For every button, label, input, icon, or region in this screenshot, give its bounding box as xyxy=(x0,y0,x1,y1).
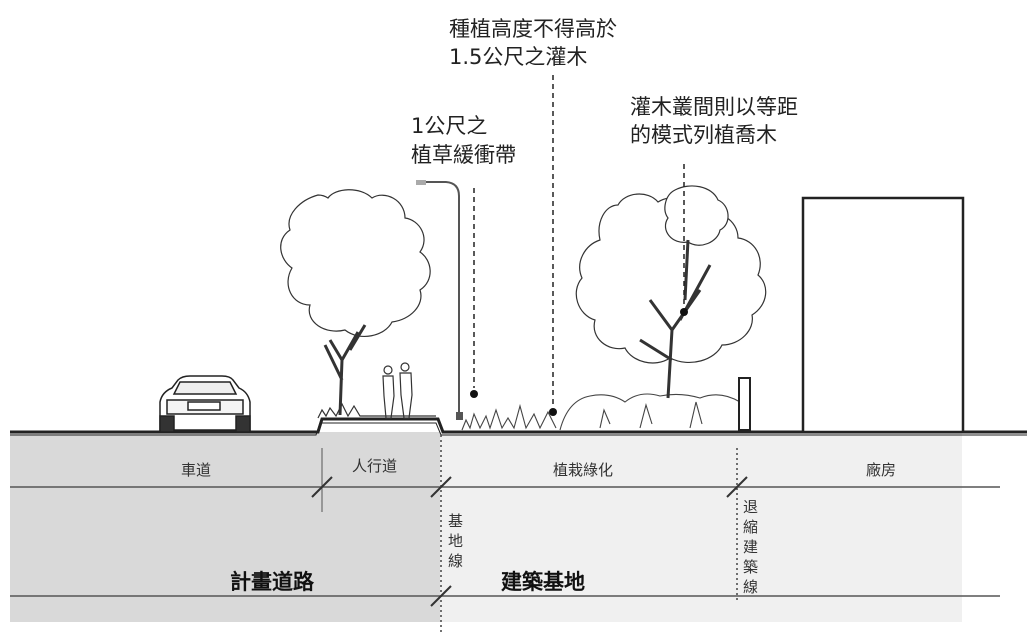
grass-buffer-note-line2: 植草緩衝帶 xyxy=(411,143,516,167)
setback-line-label-char: 退 xyxy=(743,498,758,516)
shrub-height-dot xyxy=(549,408,557,416)
base-line-label-char: 線 xyxy=(448,552,463,570)
shrubs-icon xyxy=(461,393,741,431)
setback-line-label-char: 建 xyxy=(743,538,758,556)
break-mark xyxy=(311,476,333,498)
zone-label-roadway: 車道 xyxy=(181,461,211,479)
planting-tree-icon xyxy=(575,185,767,399)
break-mark xyxy=(430,476,452,498)
building-site-area xyxy=(440,432,962,622)
shrub-height-note-line2: 1.5公尺之灌木 xyxy=(449,45,587,69)
building-site-label: 建築基地 xyxy=(501,570,585,594)
sidewalk-tree-icon xyxy=(280,189,431,416)
sidewalk-grass xyxy=(317,402,436,419)
break-mark xyxy=(430,585,452,607)
shrub-height-note-line1: 種植高度不得高於 xyxy=(449,17,617,41)
street-lamp-icon xyxy=(416,180,463,420)
planned-road-area xyxy=(10,432,440,622)
car-icon xyxy=(159,375,251,433)
zone-label-sidewalk: 人行道 xyxy=(352,457,397,475)
planned-road-label: 計畫道路 xyxy=(230,570,315,594)
setback-line-label-char: 縮 xyxy=(743,518,758,536)
grass-buffer-dot xyxy=(470,390,478,398)
grass-buffer-note-line1: 1公尺之 xyxy=(411,114,487,138)
ground-line-lower xyxy=(10,422,1027,436)
tree-spacing-note-line2: 的模式列植喬木 xyxy=(630,123,777,147)
ground-line xyxy=(10,417,1027,434)
base-line-label-char: 地 xyxy=(448,532,463,550)
tree-spacing-note-line1: 灌木叢間則以等距 xyxy=(630,95,798,119)
zone-label-factory: 廠房 xyxy=(866,461,896,479)
base-line-label-char: 基 xyxy=(448,512,463,530)
break-mark xyxy=(726,476,748,498)
zone-label-planting: 植栽綠化 xyxy=(553,461,613,479)
factory-building xyxy=(801,196,965,434)
setback-line-label-char: 線 xyxy=(743,578,758,596)
tree-spacing-dot xyxy=(680,308,688,316)
setback-post xyxy=(738,377,751,431)
pedestrians-icon xyxy=(382,362,413,419)
setback-line-label-char: 築 xyxy=(743,558,758,576)
